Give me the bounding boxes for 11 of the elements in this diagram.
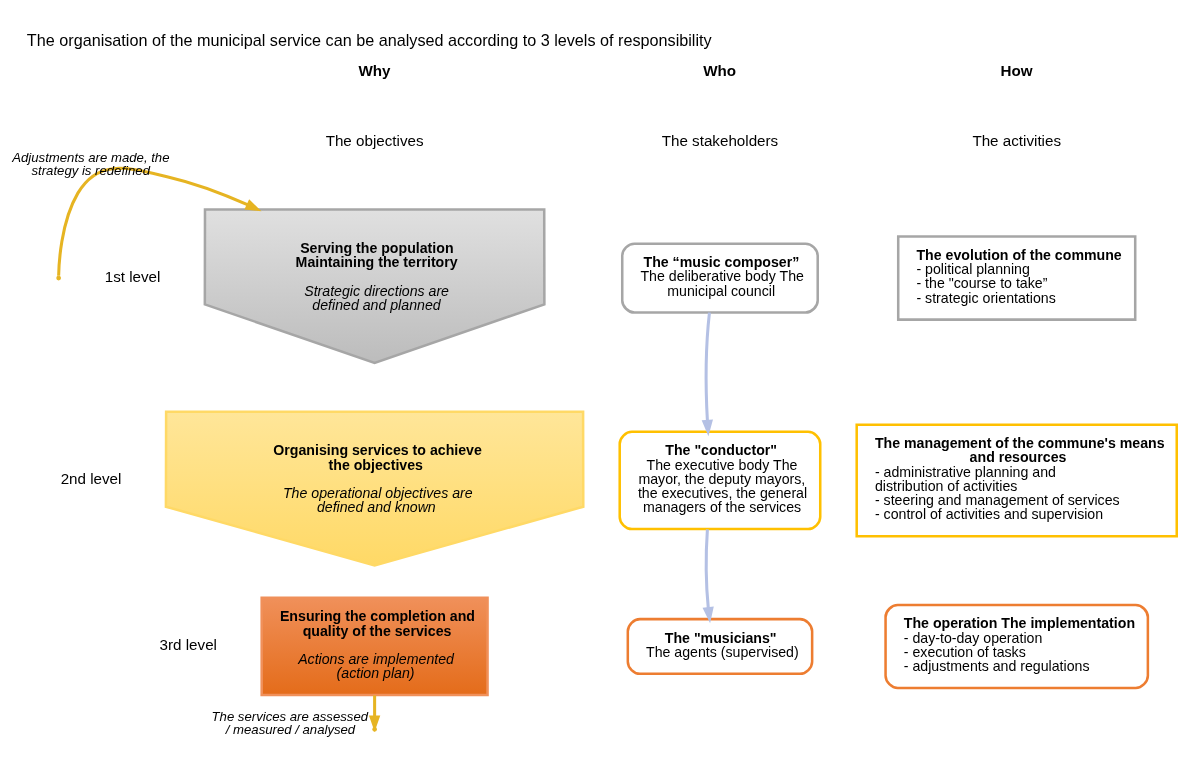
label: The stakeholders: [661, 132, 779, 150]
label: Who: [703, 62, 737, 80]
edge-label: The services are assessed / measured / analysed: [211, 709, 369, 738]
label: 3rd level: [159, 636, 217, 654]
label: Why: [358, 62, 391, 80]
label: 2nd level: [60, 470, 122, 488]
diagram-title: The organisation of the municipal service can be analysed according to 3 levels of responsibility: [26, 31, 712, 50]
label: 1st level: [104, 267, 161, 285]
label: The objectives: [325, 132, 424, 150]
label: The activities: [972, 132, 1062, 150]
label: How: [1000, 62, 1033, 80]
